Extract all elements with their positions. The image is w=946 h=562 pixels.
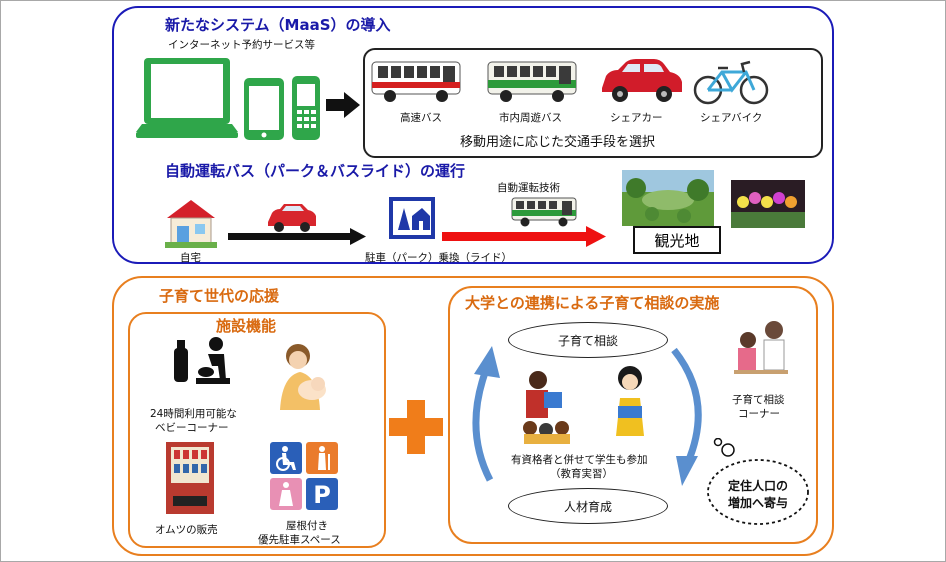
express-bus-icon bbox=[370, 58, 464, 104]
sightseeing-label: 観光地 bbox=[633, 226, 721, 254]
home-icon bbox=[163, 198, 219, 250]
students-label-2: （教育実習） bbox=[550, 466, 613, 481]
park-and-ride-icon bbox=[388, 196, 436, 240]
parking-label-1: 屋根付き bbox=[286, 518, 328, 533]
corner-label-1: 子育て相談 bbox=[732, 392, 785, 407]
mode-label-shared-car: シェアカー bbox=[610, 110, 663, 125]
internet-label: インターネット予約サービス等 bbox=[168, 37, 315, 52]
diaper-sale-label: オムツの販売 bbox=[155, 522, 218, 537]
corner-label-2: コーナー bbox=[738, 406, 780, 421]
consultation-corner-illustration bbox=[730, 318, 792, 384]
sightseeing-park-photo bbox=[622, 170, 714, 226]
baby-corner-label-1: 24時間利用可能な bbox=[150, 406, 237, 421]
autonomous-tech-label: 自動運転技術 bbox=[497, 180, 560, 195]
maas-title: 新たなシステム（MaaS）の導入 bbox=[165, 14, 391, 35]
illumination-photo bbox=[731, 180, 805, 228]
arrow-to-modes-icon bbox=[326, 92, 362, 118]
shared-car-icon bbox=[596, 58, 684, 104]
autonomous-bus-icon bbox=[510, 196, 580, 228]
baby-corner-label-2: ベビーコーナー bbox=[155, 420, 229, 435]
svg-text:P: P bbox=[313, 481, 331, 509]
facility-title: 施設機能 bbox=[216, 315, 276, 336]
contribution-line-1: 定住人口の bbox=[722, 478, 794, 495]
car-icon bbox=[264, 202, 318, 232]
childcare-title: 子育て世代の応援 bbox=[159, 285, 279, 306]
park-ride-label: 駐車（パーク）乗換（ライド） bbox=[365, 250, 512, 265]
mode-label-city-bus: 市内周遊バス bbox=[499, 110, 562, 125]
mode-label-express-bus: 高速バス bbox=[400, 110, 442, 125]
vending-machine-icon bbox=[164, 440, 216, 516]
contribution-line-2: 増加へ寄与 bbox=[722, 495, 794, 512]
student-illustration bbox=[608, 364, 652, 444]
city-bus-icon bbox=[486, 58, 580, 104]
shared-bike-icon bbox=[690, 56, 772, 106]
baby-corner-icon bbox=[168, 334, 240, 392]
students-label-1: 有資格者と併せて学生も参加 bbox=[511, 452, 648, 467]
modes-caption: 移動用途に応じた交通手段を選択 bbox=[460, 131, 655, 150]
mode-label-shared-bike: シェアバイク bbox=[700, 110, 762, 125]
mother-baby-illustration bbox=[272, 340, 336, 412]
contribution-text: 定住人口の 増加へ寄与 bbox=[722, 478, 794, 512]
priority-parking-icons: P bbox=[268, 440, 342, 512]
plus-icon bbox=[389, 400, 443, 454]
university-title: 大学との連携による子育て相談の実施 bbox=[465, 292, 719, 313]
red-route-arrow-icon bbox=[442, 226, 608, 248]
parking-label-2: 優先駐車スペース bbox=[258, 532, 341, 547]
home-label: 自宅 bbox=[180, 250, 201, 265]
autobus-title: 自動運転バス（パーク＆バスライド）の運行 bbox=[165, 160, 465, 181]
teacher-reading-illustration bbox=[516, 368, 578, 444]
devices-icon bbox=[136, 54, 332, 150]
